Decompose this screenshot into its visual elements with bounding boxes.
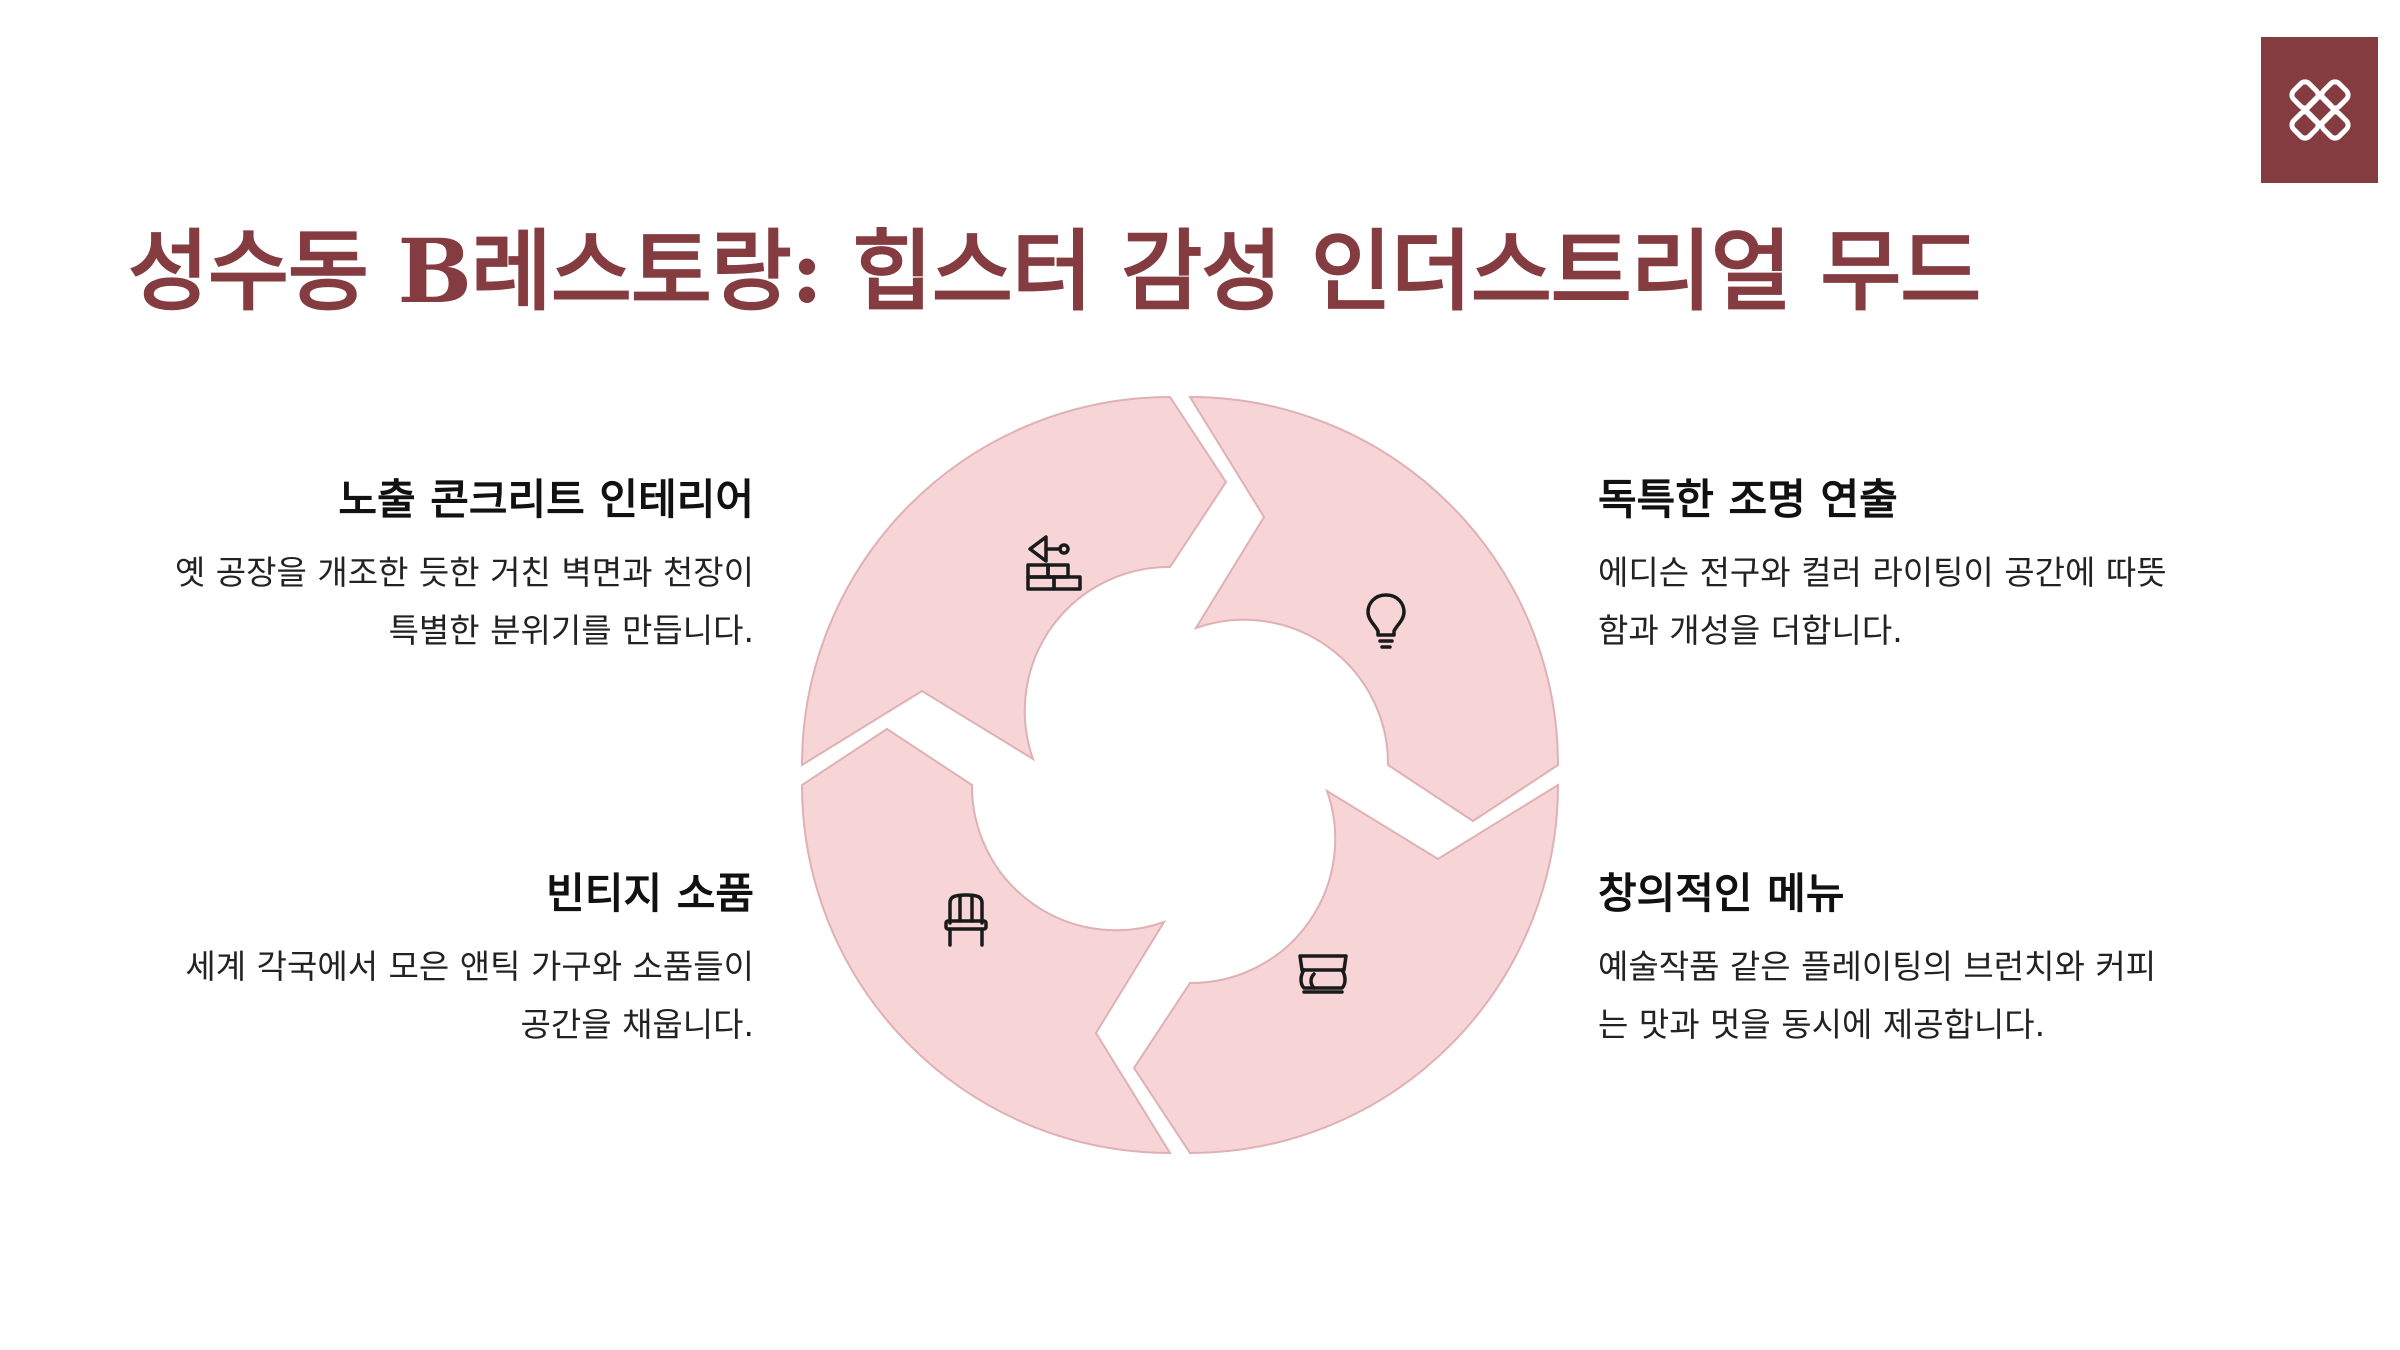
chair-icon (944, 893, 988, 947)
feature-description: 에디슨 전구와 컬러 라이팅이 공간에 따뜻 함과 개성을 더합니다. (1598, 544, 2238, 660)
description-line: 세계 각국에서 모은 앤틱 가구와 소품들이 (185, 947, 754, 986)
feature-description: 예술작품 같은 플레이팅의 브런치와 커피 는 맛과 멋을 동시에 제공합니다. (1598, 938, 2238, 1054)
cycle-segment-interior (800, 395, 1228, 767)
trowel-bricks-icon (1026, 535, 1082, 591)
description-line: 는 맛과 멋을 동시에 제공합니다. (1598, 1005, 2046, 1044)
description-line: 함과 개성을 더합니다. (1598, 611, 1903, 650)
cycle-diagram (800, 395, 1560, 1155)
feature-description: 세계 각국에서 모은 앤틱 가구와 소품들이 공간을 채웁니다. (114, 938, 754, 1054)
light-bulb-icon (1366, 593, 1406, 649)
description-line: 옛 공장을 개조한 듯한 거친 벽면과 천장이 (174, 553, 754, 592)
description-line: 예술작품 같은 플레이팅의 브런치와 커피 (1598, 947, 2157, 986)
knot-emblem-icon (2288, 79, 2351, 141)
feature-vintage-props: 빈티지 소품 세계 각국에서 모은 앤틱 가구와 소품들이 공간을 채웁니다. (114, 866, 754, 1054)
description-line: 공간을 채웁니다. (520, 1005, 755, 1044)
feature-heading: 독특한 조명 연출 (1598, 475, 1898, 524)
feature-description: 옛 공장을 개조한 듯한 거친 벽면과 천장이 특별한 분위기를 만듭니다. (114, 544, 754, 660)
feature-exposed-concrete: 노출 콘크리트 인테리어 옛 공장을 개조한 듯한 거친 벽면과 천장이 특별한… (114, 472, 754, 660)
feature-creative-menu: 창의적인 메뉴 예술작품 같은 플레이팅의 브런치와 커피 는 맛과 멋을 동시… (1598, 866, 2238, 1054)
description-line: 특별한 분위기를 만듭니다. (388, 611, 754, 650)
feature-heading: 노출 콘크리트 인테리어 (338, 475, 754, 524)
description-line: 에디슨 전구와 컬러 라이팅이 공간에 따뜻 (1598, 553, 2167, 592)
feature-lighting: 독특한 조명 연출 에디슨 전구와 컬러 라이팅이 공간에 따뜻 함과 개성을 … (1598, 472, 2238, 660)
feature-heading: 창의적인 메뉴 (1598, 869, 1845, 918)
cycle-segment-menu (1132, 783, 1560, 1155)
feature-heading: 빈티지 소품 (546, 869, 754, 918)
cycle-segment-vintage (800, 727, 1172, 1155)
plated-dish-icon (1298, 954, 1348, 994)
cycle-segment-lighting (1188, 395, 1560, 823)
page-title: 성수동 B레스토랑: 힙스터 감성 인더스트리얼 무드 (128, 219, 1981, 323)
logo-badge (2261, 37, 2378, 183)
